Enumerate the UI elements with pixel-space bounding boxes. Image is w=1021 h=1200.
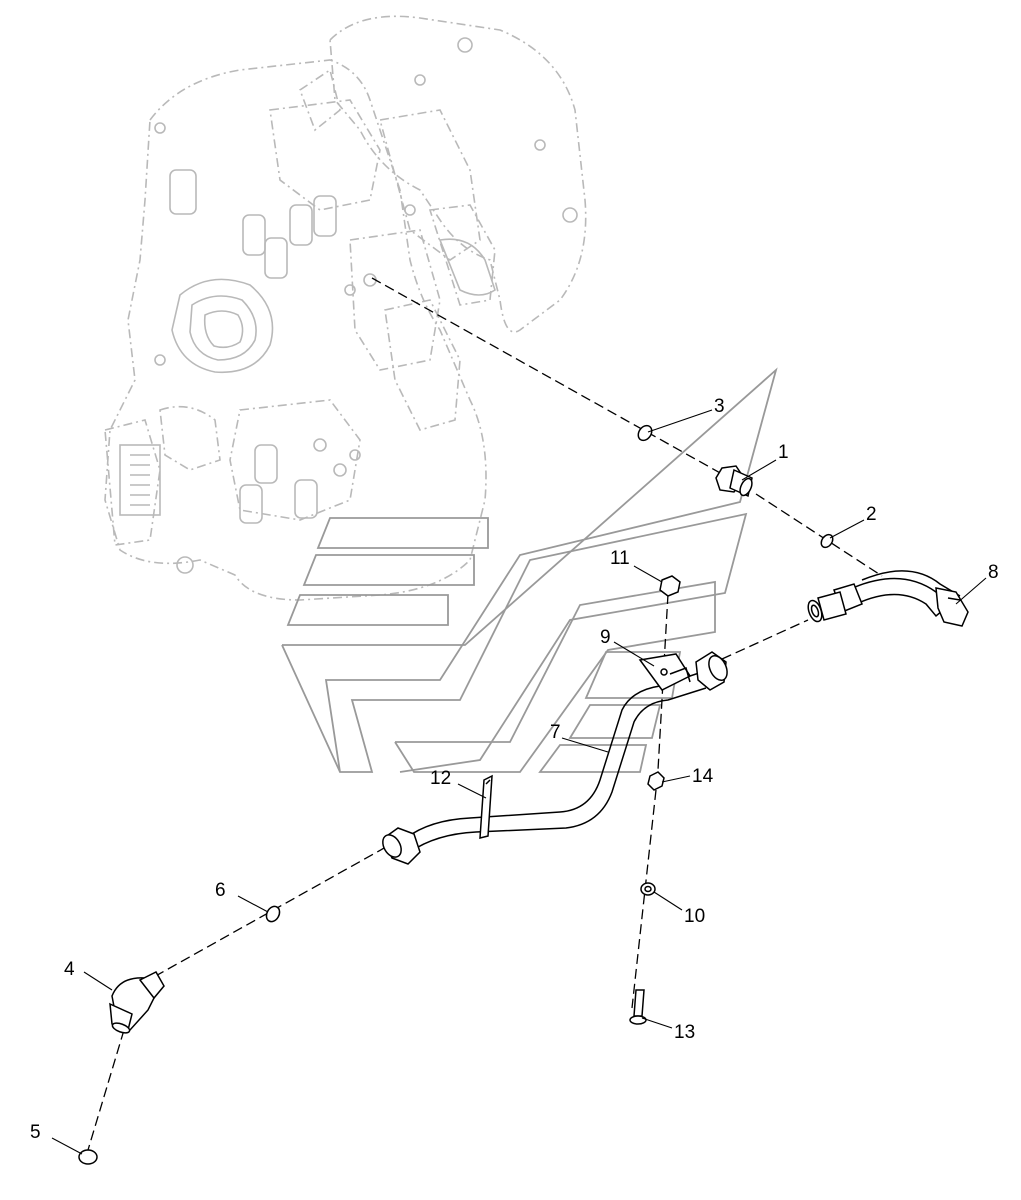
callout-6[interactable]: 6	[215, 880, 226, 901]
watermark-logo	[281, 367, 778, 773]
transmission-housing	[104, 15, 587, 601]
callout-14[interactable]: 14	[692, 766, 714, 787]
steel-tube-7	[382, 651, 728, 865]
adapter-fitting-1	[715, 465, 753, 498]
o-ring-3	[637, 424, 653, 442]
callout-3[interactable]: 3	[714, 396, 725, 417]
cable-tie-12	[479, 774, 493, 839]
callout-13[interactable]: 13	[674, 1022, 695, 1043]
callout-7[interactable]: 7	[550, 722, 561, 743]
o-ring-6	[265, 905, 281, 923]
callout-1[interactable]: 1	[778, 442, 789, 463]
hose-assembly-8	[807, 570, 969, 627]
nut-11	[659, 575, 681, 597]
callout-11[interactable]: 11	[610, 548, 630, 569]
washer-10	[640, 882, 656, 896]
callout-10[interactable]: 10	[684, 906, 705, 927]
callout-8[interactable]: 8	[988, 562, 999, 583]
leader-lines	[51, 409, 987, 1155]
callout-5[interactable]: 5	[30, 1122, 41, 1143]
o-ring-5	[78, 1149, 98, 1165]
clamp-9	[638, 653, 692, 691]
callout-9[interactable]: 9	[600, 627, 611, 648]
callout-12[interactable]: 12	[430, 768, 451, 789]
assembly-lines	[87, 277, 883, 1151]
nut-14	[647, 771, 665, 791]
callout-labels: 1 2 3 4 5 6 7 8 9 10 11 12 13 14	[30, 396, 999, 1143]
callout-2[interactable]: 2	[866, 504, 877, 525]
elbow-fitting-4	[109, 971, 165, 1034]
o-ring-2	[820, 533, 834, 549]
callout-4[interactable]: 4	[64, 959, 75, 980]
